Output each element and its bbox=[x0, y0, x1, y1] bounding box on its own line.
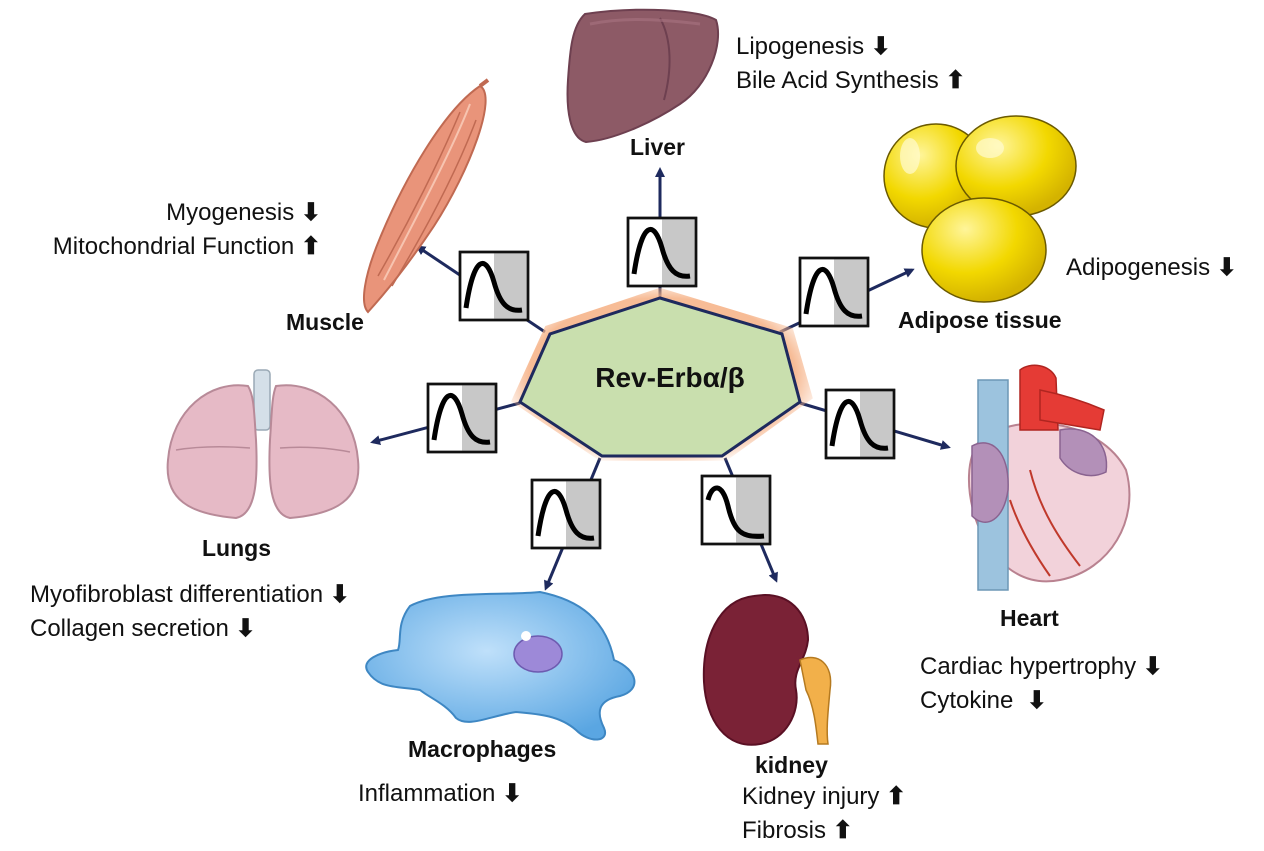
down-arrow-icon: ⬇ bbox=[300, 199, 321, 226]
kidney-label: kidney bbox=[755, 752, 828, 778]
rhythm-box-kidney bbox=[700, 474, 772, 546]
down-arrow-icon: ⬇ bbox=[1142, 653, 1163, 680]
rhythm-box-muscle bbox=[458, 250, 530, 322]
lungs-label: Lungs bbox=[202, 535, 271, 561]
adipose-illustration bbox=[883, 115, 1077, 303]
effect-row: Bile Acid Synthesis ⬆ bbox=[736, 64, 966, 98]
hub-label: Rev-Erbα/β bbox=[595, 362, 745, 393]
up-arrow-icon: ⬆ bbox=[886, 783, 907, 810]
effect-text: Myogenesis bbox=[166, 199, 295, 226]
effect-row: Fibrosis ⬆ bbox=[742, 814, 906, 848]
lungs-illustration bbox=[166, 369, 360, 520]
muscle-illustration bbox=[363, 78, 490, 314]
up-arrow-icon: ⬆ bbox=[300, 233, 321, 260]
rhythm-box-lungs bbox=[426, 382, 498, 454]
effect-text: Cardiac hypertrophy bbox=[920, 653, 1137, 680]
liver-effects: Lipogenesis ⬇ Bile Acid Synthesis ⬆ bbox=[736, 30, 966, 98]
effect-text: Fibrosis bbox=[742, 817, 827, 844]
adipose-label: Adipose tissue bbox=[898, 307, 1062, 333]
rhythm-box-macrophages bbox=[530, 478, 602, 550]
effect-text: Adipogenesis bbox=[1066, 254, 1211, 281]
hub-heptagon bbox=[511, 287, 813, 461]
effect-row: Myofibroblast differentiation ⬇ bbox=[30, 578, 350, 612]
rhythm-boxes bbox=[426, 216, 896, 550]
effect-text: Cytokine bbox=[920, 687, 1021, 714]
kidney-effects: Kidney injury ⬆ Fibrosis ⬆ bbox=[742, 780, 906, 848]
muscle-effects: Myogenesis ⬇ Mitochondrial Function ⬆ bbox=[6, 196, 321, 264]
effect-text: Lipogenesis bbox=[736, 33, 865, 60]
effect-text: Myofibroblast differentiation bbox=[30, 581, 324, 608]
down-arrow-icon: ⬇ bbox=[502, 780, 523, 807]
down-arrow-icon: ⬇ bbox=[1216, 254, 1237, 281]
effect-text: Bile Acid Synthesis bbox=[736, 67, 939, 94]
kidney-illustration bbox=[702, 594, 832, 746]
effect-row: Kidney injury ⬆ bbox=[742, 780, 906, 814]
down-arrow-icon: ⬇ bbox=[235, 615, 256, 642]
effect-row: Collagen secretion ⬇ bbox=[30, 612, 350, 646]
heart-effects: Cardiac hypertrophy ⬇ Cytokine ⬇ bbox=[920, 650, 1163, 718]
up-arrow-icon: ⬆ bbox=[945, 67, 966, 94]
effect-row: Lipogenesis ⬇ bbox=[736, 30, 966, 64]
heart-illustration bbox=[968, 364, 1131, 591]
macrophage-illustration bbox=[365, 590, 636, 741]
down-arrow-icon: ⬇ bbox=[1026, 687, 1047, 714]
liver-label: Liver bbox=[630, 134, 685, 160]
up-arrow-icon: ⬆ bbox=[832, 817, 853, 844]
effect-row: Cardiac hypertrophy ⬇ bbox=[920, 650, 1163, 684]
effect-row: Inflammation ⬇ bbox=[358, 777, 522, 811]
down-arrow-icon: ⬇ bbox=[870, 33, 891, 60]
rhythm-box-liver bbox=[626, 216, 698, 288]
rhythm-box-heart bbox=[824, 388, 896, 460]
rhythm-box-adipose bbox=[798, 256, 870, 328]
effect-text: Inflammation bbox=[358, 780, 496, 807]
effect-text: Mitochondrial Function bbox=[52, 233, 295, 260]
effect-row: Mitochondrial Function ⬆ bbox=[6, 230, 321, 264]
macrophages-effects: Inflammation ⬇ bbox=[358, 777, 522, 811]
effect-row: Adipogenesis ⬇ bbox=[1066, 251, 1237, 285]
muscle-label: Muscle bbox=[286, 309, 364, 335]
heart-label: Heart bbox=[1000, 605, 1059, 631]
macrophages-label: Macrophages bbox=[408, 736, 557, 762]
effect-row: Cytokine ⬇ bbox=[920, 684, 1163, 718]
effect-row: Myogenesis ⬇ bbox=[6, 196, 321, 230]
down-arrow-icon: ⬇ bbox=[329, 581, 350, 608]
effect-text: Kidney injury bbox=[742, 783, 880, 810]
adipose-effects: Adipogenesis ⬇ bbox=[1066, 251, 1237, 285]
liver-illustration bbox=[566, 8, 720, 144]
effect-text: Collagen secretion bbox=[30, 615, 229, 642]
lungs-effects: Myofibroblast differentiation ⬇ Collagen… bbox=[30, 578, 350, 646]
